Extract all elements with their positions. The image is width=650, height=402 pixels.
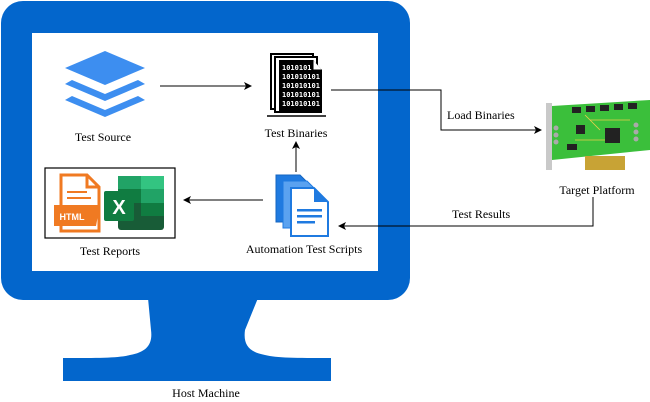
documents-icon [275, 174, 329, 237]
html-badge-text: HTML [60, 212, 85, 222]
html-file-icon: HTML [54, 173, 101, 233]
host-machine-label: Host Machine [172, 386, 240, 400]
test-binaries-label: Test Binaries [264, 126, 328, 140]
test-reports-frame [44, 167, 176, 239]
excel-letter: X [112, 197, 126, 219]
edge-label-test-results: Test Results [452, 207, 511, 221]
test-reports-label: Test Reports [79, 244, 141, 258]
test-source-label: Test Source [74, 130, 132, 144]
binary-line: 101010101 [282, 82, 320, 90]
edge-target-to-scripts [338, 197, 594, 230]
target-platform-label: Target Platform [559, 183, 635, 197]
automation-scripts-label: Automation Test Scripts [245, 242, 363, 256]
binary-line: 101010101 [282, 91, 320, 99]
binary-files-icon: 1010101101010101101010101101010101101010… [267, 53, 326, 117]
edge-label-load-binaries: Load Binaries [447, 108, 515, 122]
binary-line: 101010101 [282, 100, 320, 108]
layers-icon [65, 51, 145, 117]
edge-binaries-to-target [331, 89, 542, 134]
binary-line: 1010101 [282, 64, 312, 72]
binary-line: 101010101 [282, 73, 320, 81]
circuit-board-icon [546, 100, 650, 170]
excel-icon: X [104, 176, 164, 230]
